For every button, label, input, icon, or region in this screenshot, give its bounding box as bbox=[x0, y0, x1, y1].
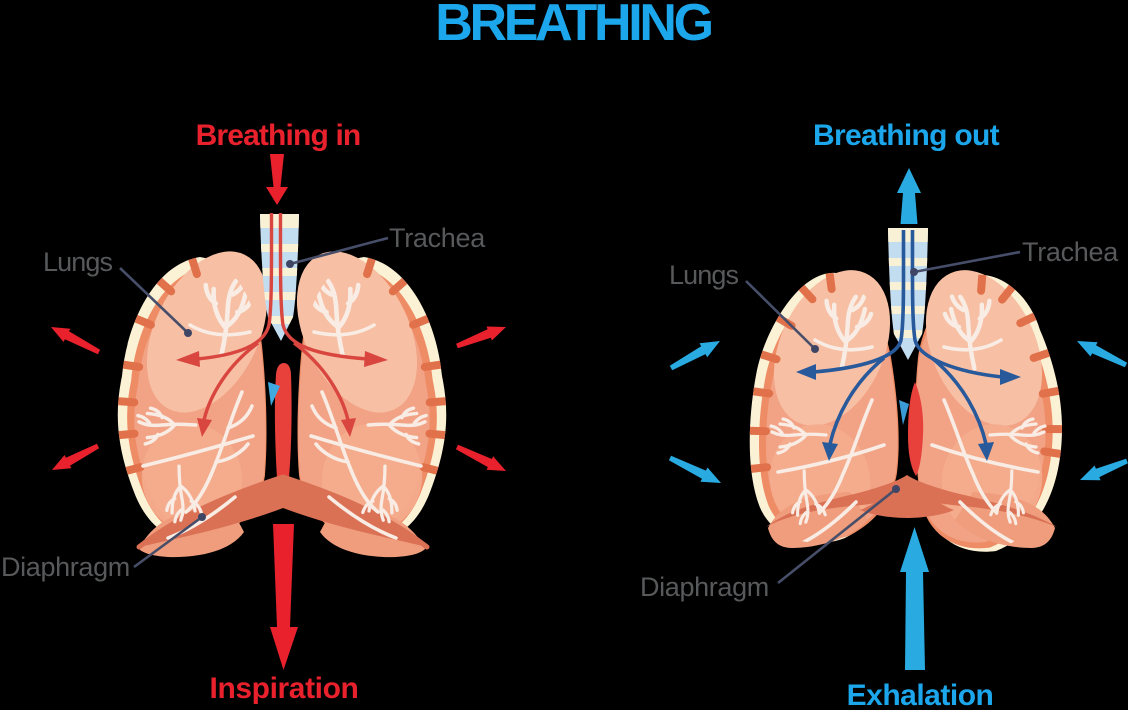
svg-text:Breathing in: Breathing in bbox=[196, 119, 361, 152]
svg-text:Lungs: Lungs bbox=[43, 247, 112, 277]
svg-text:Diaphragm: Diaphragm bbox=[1, 552, 130, 582]
svg-text:Inspiration: Inspiration bbox=[210, 672, 359, 705]
svg-text:Trachea: Trachea bbox=[389, 223, 486, 253]
svg-text:Breathing out: Breathing out bbox=[813, 119, 1000, 152]
svg-text:Diaphragm: Diaphragm bbox=[640, 572, 769, 602]
svg-text:Lungs: Lungs bbox=[669, 260, 738, 290]
svg-text:Trachea: Trachea bbox=[1022, 237, 1119, 267]
svg-text:BREATHING: BREATHING bbox=[435, 0, 711, 52]
svg-text:Exhalation: Exhalation bbox=[847, 679, 994, 710]
